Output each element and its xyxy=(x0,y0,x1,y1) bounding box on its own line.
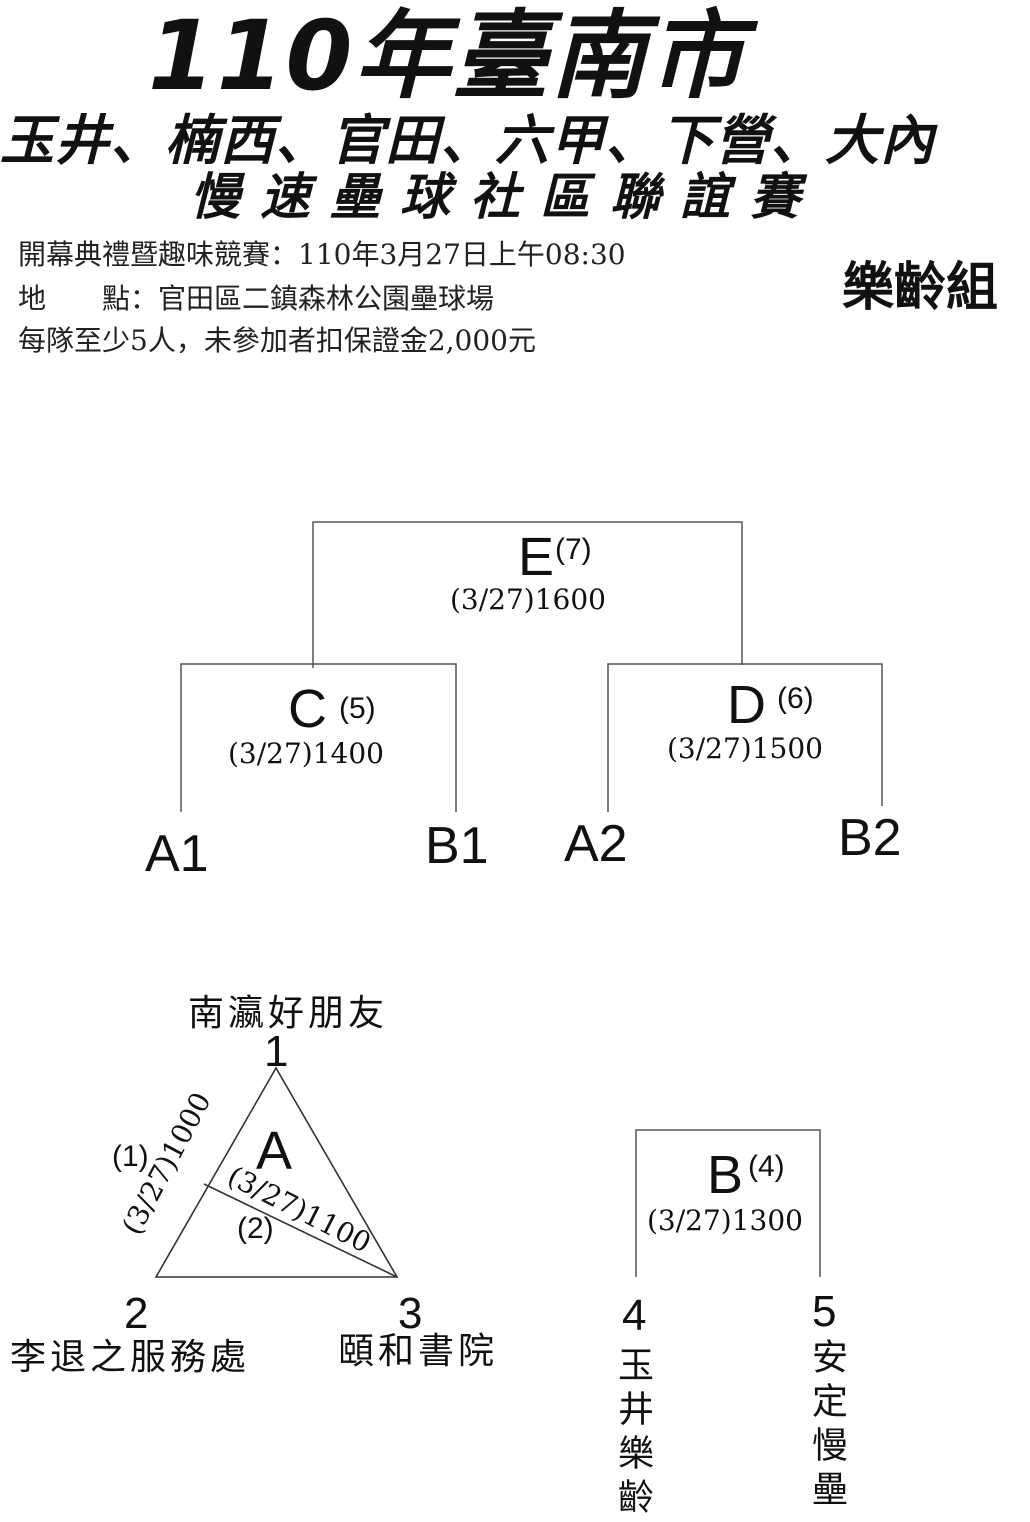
seed-4: 4 xyxy=(622,1291,647,1340)
slot-a1: A1 xyxy=(145,825,209,883)
seed-1: 1 xyxy=(264,1027,289,1076)
info-location: 地 點：官田區二鎮森林公園壘球場 xyxy=(18,282,495,315)
info-rule: 每隊至少5人，未參加者扣保證金2,000元 xyxy=(18,324,536,357)
seed-5: 5 xyxy=(812,1287,837,1336)
slot-b2: B2 xyxy=(838,809,902,867)
bracket-line-c xyxy=(180,663,457,812)
team-3-name: 頤和書院 xyxy=(338,1331,499,1372)
group-a-label: A xyxy=(256,1121,293,1181)
match-e-time: (3/27)1600 xyxy=(450,583,606,616)
page-subtitle: 玉井、楠西、官田、六甲、下營、大內 xyxy=(0,109,935,172)
team-1-name: 南瀛好朋友 xyxy=(188,993,389,1034)
bracket-line-b xyxy=(635,1129,821,1277)
group-label: 樂齡組 xyxy=(842,257,999,318)
group-a-inner-line xyxy=(203,1183,398,1278)
match-d-game: (6) xyxy=(777,682,814,715)
match-e-label: E xyxy=(518,527,555,587)
match-d-time: (3/27)1500 xyxy=(667,732,823,765)
match-d-label: D xyxy=(727,675,766,735)
slot-b1: B1 xyxy=(425,817,489,875)
match-b-label: B xyxy=(707,1145,744,1205)
match-c-time: (3/27)1400 xyxy=(228,737,384,770)
match-b-game: (4) xyxy=(748,1150,785,1183)
match-c-game: (5) xyxy=(339,692,376,725)
page-title: 110年臺南市 xyxy=(148,0,747,112)
group-a-triangle xyxy=(154,1066,399,1278)
info-ceremony: 開幕典禮暨趣味競賽：110年3月27日上午08:30 xyxy=(18,238,626,271)
team-4-name: 玉井樂齡 xyxy=(612,1346,653,1522)
team-2-name: 李退之服務處 xyxy=(10,1337,251,1378)
bracket-line-d xyxy=(607,663,883,812)
match-b-time: (3/27)1300 xyxy=(647,1204,803,1237)
bracket-line-e xyxy=(312,521,743,668)
seed-2: 2 xyxy=(124,1289,149,1338)
page-subtitle-2: 慢速壘球社區聯誼賽 xyxy=(190,168,820,226)
match-c-label: C xyxy=(288,679,327,739)
seed-3: 3 xyxy=(398,1289,423,1338)
game-1-number: (1) xyxy=(112,1140,149,1173)
team-5-name: 安定慢壘 xyxy=(806,1338,847,1514)
game-2-number: (2) xyxy=(237,1212,274,1245)
slot-a2: A2 xyxy=(564,815,628,873)
match-e-game: (7) xyxy=(555,533,592,566)
